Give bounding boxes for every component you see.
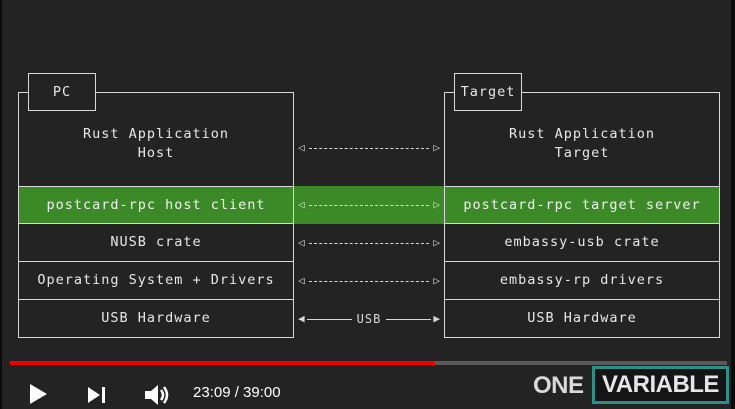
player-controls	[0, 370, 735, 409]
dashed-line	[308, 280, 430, 282]
pc-row-hw: USB Hardware	[18, 300, 294, 338]
arrow-left-icon: ◁	[298, 236, 305, 249]
pc-row-os: Operating System + Drivers	[18, 262, 294, 300]
usb-link-arrow: ◀ USB ▶	[298, 312, 440, 326]
solid-line	[386, 318, 432, 320]
frame-edge-left	[0, 0, 2, 409]
target-row-usb-crate: embassy-usb crate	[444, 224, 720, 262]
play-button[interactable]	[26, 382, 50, 406]
play-icon	[30, 384, 47, 404]
target-app-line1: Rust Application	[508, 125, 656, 142]
driver-link-arrow: ◁ ▷	[298, 274, 440, 288]
volume-icon	[145, 385, 169, 405]
target-tag: Target	[454, 73, 522, 111]
pc-row-nusb: NUSB crate	[18, 224, 294, 262]
brand-box: VARIABLE	[592, 366, 729, 404]
solid-line	[306, 318, 352, 320]
progress-bar-played[interactable]	[10, 361, 435, 365]
arrow-right-icon: ▷	[433, 236, 440, 249]
next-icon	[88, 387, 105, 403]
frame-edge-right	[731, 0, 735, 409]
brand-word-one: ONE	[533, 372, 584, 399]
arrow-right-icon: ▷	[433, 141, 440, 154]
arrow-left-icon: ◀	[298, 312, 305, 325]
crate-link-arrow: ◁ ▷	[298, 236, 440, 250]
arrow-right-icon: ▷	[433, 274, 440, 287]
brand-word-variable: VARIABLE	[602, 371, 719, 398]
arrow-right-icon: ▷	[433, 198, 440, 211]
pc-app-line1: Rust Application	[82, 125, 230, 142]
usb-link-label: USB	[356, 312, 382, 326]
arrow-left-icon: ◁	[298, 141, 305, 154]
dashed-line	[308, 204, 430, 206]
target-app-cell: Rust Application Target	[444, 92, 720, 186]
rpc-link-arrow: ◁ ▷	[298, 198, 440, 212]
arrow-left-icon: ◁	[298, 198, 305, 211]
pc-app-line2: Host	[137, 144, 175, 161]
time-display: 23:09 / 39:00	[193, 384, 281, 401]
target-app-line2: Target	[554, 144, 610, 161]
target-row-hw: USB Hardware	[444, 300, 720, 338]
dashed-line	[308, 147, 430, 149]
arrow-right-icon: ▶	[433, 312, 440, 325]
arrow-left-icon: ◁	[298, 274, 305, 287]
pc-rpc-cell: postcard-rpc host client	[18, 186, 294, 224]
next-button[interactable]	[85, 384, 109, 406]
target-row-drivers: embassy-rp drivers	[444, 262, 720, 300]
dashed-line	[308, 242, 430, 244]
target-rpc-cell: postcard-rpc target server	[444, 186, 720, 224]
pc-app-cell: Rust Application Host	[18, 92, 294, 186]
volume-button[interactable]	[143, 383, 171, 407]
app-link-arrow: ◁ ▷	[298, 141, 440, 155]
pc-tag: PC	[28, 73, 96, 111]
